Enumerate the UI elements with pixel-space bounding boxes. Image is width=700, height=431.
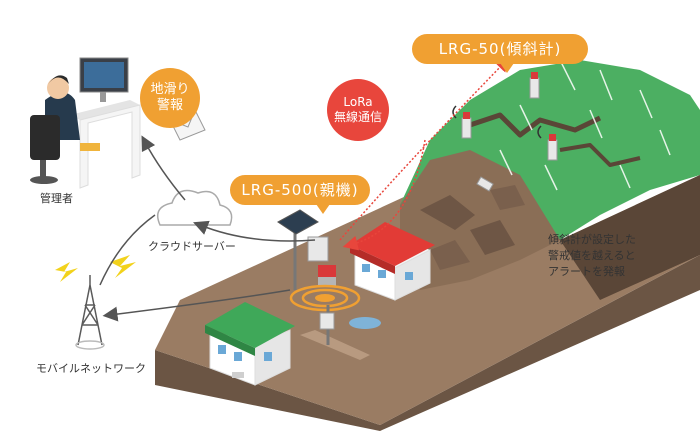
signal-bolt-icon	[55, 255, 136, 282]
lrg50-inclinometer-label: LRG-50(傾斜計)	[412, 34, 588, 73]
mobile-network-label: モバイルネットワーク	[36, 362, 146, 375]
lora-wireless-badge: LoRa 無線通信	[327, 79, 389, 141]
lora-label-line1: LoRa	[343, 95, 373, 109]
alert-description-line1: 傾斜計が設定した	[548, 233, 636, 246]
landslide-label-line1: 地滑り	[150, 82, 190, 97]
rain	[499, 59, 671, 191]
inclinometer-sensors	[452, 72, 558, 192]
alert-description-line3: アラートを発報	[548, 265, 625, 278]
alert-description-line2: 警戒値を越えると	[548, 249, 636, 262]
antenna-tower-icon	[75, 275, 105, 350]
alert-description: 傾斜計が設定した 警戒値を越えると アラートを発報	[548, 232, 636, 280]
cloud-server-label: クラウドサーバー	[148, 240, 236, 253]
landslide-label-line2: 警報	[156, 98, 183, 113]
landslide-alert-badge: 地滑り 警報	[140, 68, 200, 128]
house-red-roof	[350, 222, 435, 301]
lora-label-line2: 無線通信	[333, 110, 382, 124]
house-green-roof	[205, 302, 295, 386]
cloud-icon	[157, 189, 233, 226]
gateway-station	[277, 209, 361, 345]
administrator-figure	[30, 57, 141, 189]
lrg500-gateway-label: LRG-500(親機)	[230, 175, 370, 214]
connection-arrows	[99, 56, 511, 322]
admin-label: 管理者	[40, 192, 73, 205]
